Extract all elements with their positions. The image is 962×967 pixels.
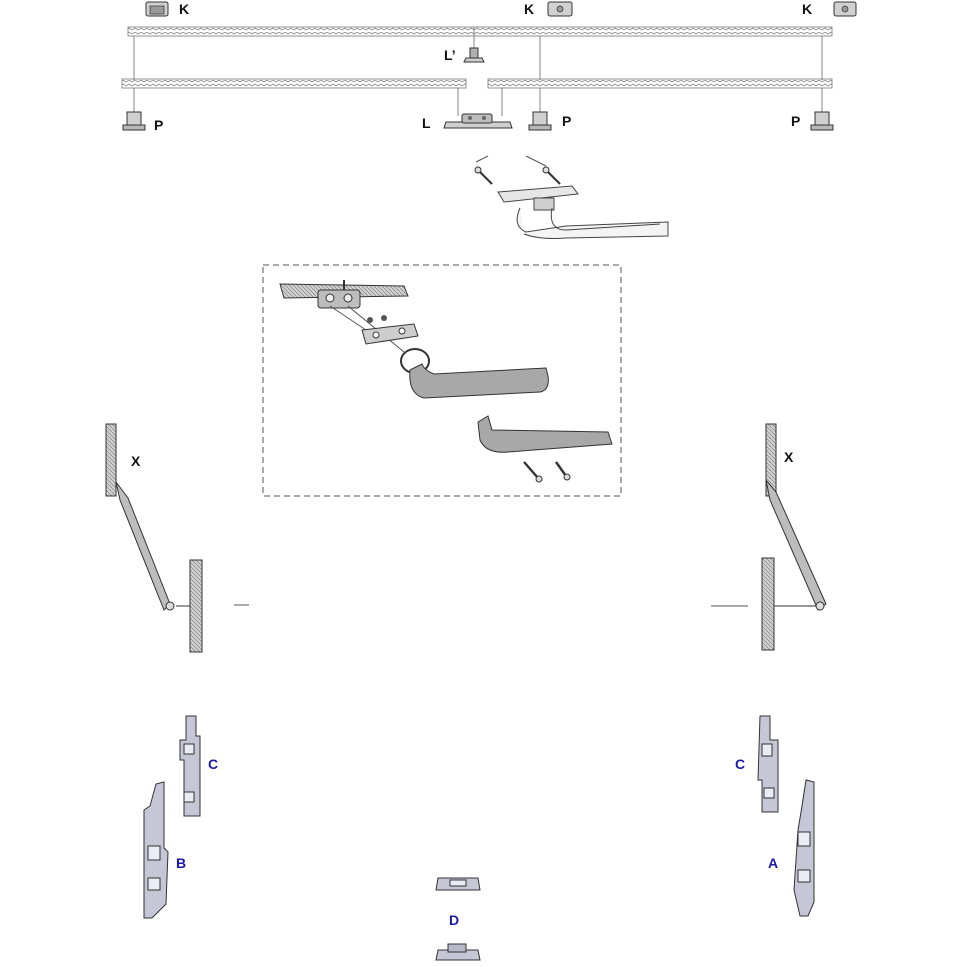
- bottom-locking-rod-right: [487, 78, 833, 89]
- label-k-center: K: [524, 1, 535, 17]
- keeper-icon: [122, 111, 146, 131]
- label-b: B: [176, 855, 187, 871]
- label-p-center: P: [562, 113, 572, 129]
- label-c-right: C: [735, 756, 746, 772]
- label-d: D: [449, 912, 460, 928]
- screw-icon: [474, 166, 493, 185]
- keeper-icon: [463, 47, 485, 63]
- handle-icon: [477, 415, 613, 453]
- corner-drive-icon: [833, 1, 857, 17]
- corner-drive-icon: [145, 1, 169, 17]
- bottom-locking-rod-left: [121, 78, 467, 89]
- stay-arm-icon: [105, 423, 249, 653]
- top-locking-rod: [127, 26, 833, 37]
- handle-assembly-upper: [474, 155, 669, 239]
- alternative-handle-box: [262, 264, 622, 497]
- hinge-icon: [179, 715, 201, 817]
- label-x-right: X: [784, 449, 794, 465]
- keeper-icon: [435, 877, 481, 891]
- hinge-icon: [757, 715, 779, 813]
- screw-icon: [542, 166, 561, 185]
- label-k-right: K: [802, 1, 813, 17]
- screw-icon: [367, 315, 387, 323]
- screw-icon: [523, 461, 571, 483]
- label-p-left: P: [154, 117, 164, 133]
- keeper-icon: [435, 943, 481, 961]
- label-x-left: X: [131, 453, 141, 469]
- hinge-icon: [143, 781, 169, 919]
- hinge-icon: [793, 779, 815, 917]
- label-l: L: [422, 115, 431, 131]
- stay-arm-icon: [711, 423, 827, 651]
- handle-icon: [400, 348, 549, 399]
- gearbox-icon: [279, 280, 409, 309]
- label-a: A: [768, 855, 779, 871]
- keeper-icon: [528, 111, 552, 131]
- gearbox-icon: [443, 113, 513, 129]
- label-p-right: P: [791, 113, 801, 129]
- corner-drive-icon: [547, 1, 573, 17]
- handle-base-plate: [361, 323, 419, 345]
- label-c-left: C: [208, 756, 219, 772]
- label-k-left: K: [179, 1, 190, 17]
- keeper-icon: [810, 111, 834, 131]
- rod-connector-lines: [133, 27, 823, 116]
- label-l-prime: L’: [444, 47, 456, 63]
